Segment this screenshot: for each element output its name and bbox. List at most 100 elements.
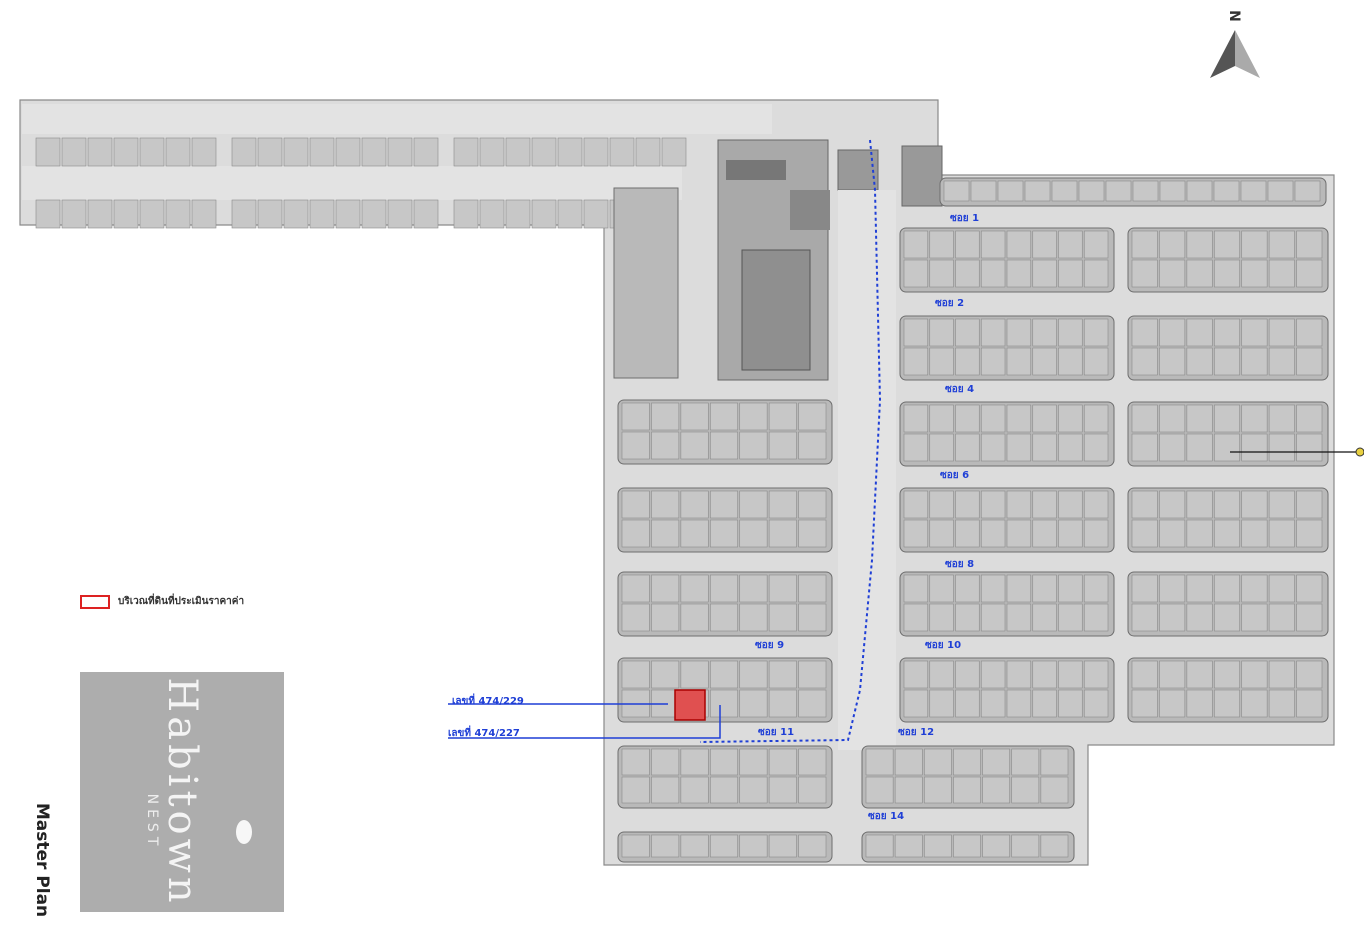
lot bbox=[335, 137, 361, 167]
lot bbox=[903, 574, 929, 603]
clubhouse-area bbox=[613, 139, 943, 381]
soi-label: ซอย 12 bbox=[898, 727, 934, 738]
block bbox=[939, 177, 1327, 207]
lot bbox=[709, 660, 739, 689]
lot bbox=[739, 431, 768, 460]
lot bbox=[1213, 574, 1241, 603]
lot bbox=[1186, 603, 1213, 632]
block bbox=[899, 227, 1115, 293]
lot bbox=[1296, 318, 1323, 347]
lot bbox=[621, 748, 650, 776]
lot bbox=[1213, 519, 1241, 548]
block bbox=[1127, 227, 1329, 293]
pointer-dot bbox=[1355, 447, 1364, 457]
lot bbox=[894, 748, 923, 776]
lot bbox=[768, 660, 797, 689]
logo-mark bbox=[236, 820, 252, 844]
lot bbox=[709, 574, 739, 603]
lot bbox=[1131, 574, 1158, 603]
lot bbox=[768, 574, 797, 603]
top-lane bbox=[22, 166, 682, 200]
lot bbox=[1006, 347, 1032, 376]
lot bbox=[929, 230, 954, 259]
lot bbox=[1032, 404, 1057, 433]
lot bbox=[1058, 230, 1083, 259]
lot bbox=[1058, 490, 1083, 519]
lot bbox=[739, 603, 768, 632]
lot bbox=[621, 660, 650, 689]
lot bbox=[609, 137, 635, 167]
lot bbox=[113, 137, 139, 167]
lot bbox=[1006, 318, 1032, 347]
north-label: N bbox=[1225, 10, 1242, 22]
lot bbox=[739, 519, 768, 548]
block bbox=[617, 487, 833, 553]
lot bbox=[955, 433, 980, 462]
lot bbox=[980, 318, 1006, 347]
lot bbox=[1006, 230, 1032, 259]
callout-arrow-2 bbox=[448, 705, 721, 739]
lot bbox=[1006, 433, 1032, 462]
lot bbox=[1032, 574, 1057, 603]
callout-label-2: เลขที่ 474/227 bbox=[448, 728, 520, 739]
lot bbox=[1159, 519, 1186, 548]
lot bbox=[335, 199, 361, 229]
lot bbox=[1131, 259, 1158, 288]
lot bbox=[739, 402, 768, 431]
lot bbox=[953, 748, 981, 776]
lot bbox=[739, 660, 768, 689]
lot bbox=[651, 748, 680, 776]
lot bbox=[1032, 603, 1057, 632]
lot bbox=[798, 490, 827, 519]
lot bbox=[798, 834, 827, 858]
lot bbox=[1006, 259, 1032, 288]
lot bbox=[113, 199, 139, 229]
lot bbox=[1131, 689, 1158, 718]
lot bbox=[1032, 490, 1057, 519]
top-lot-row-1 bbox=[35, 137, 687, 167]
lot bbox=[680, 519, 709, 548]
lot bbox=[1268, 259, 1295, 288]
lot bbox=[1011, 748, 1040, 776]
lot bbox=[929, 259, 954, 288]
lot bbox=[929, 433, 954, 462]
lot bbox=[894, 776, 923, 804]
lot bbox=[1186, 574, 1213, 603]
lot bbox=[1083, 689, 1109, 718]
block bbox=[899, 487, 1115, 553]
lot bbox=[680, 834, 709, 858]
lot bbox=[583, 137, 609, 167]
lot bbox=[1240, 180, 1267, 202]
lot bbox=[1024, 180, 1051, 202]
lot bbox=[1296, 660, 1323, 689]
lot bbox=[1159, 404, 1186, 433]
lot bbox=[865, 776, 894, 804]
master-plan-title: Master Plan bbox=[22, 800, 62, 920]
lot bbox=[929, 574, 954, 603]
lot bbox=[413, 199, 439, 229]
lot bbox=[929, 519, 954, 548]
lot bbox=[709, 431, 739, 460]
lot bbox=[621, 603, 650, 632]
lot bbox=[1032, 689, 1057, 718]
lot bbox=[413, 137, 439, 167]
lot bbox=[903, 519, 929, 548]
lot bbox=[798, 689, 827, 718]
lot bbox=[1241, 660, 1268, 689]
block bbox=[617, 831, 833, 863]
lot bbox=[1241, 519, 1268, 548]
lot bbox=[982, 748, 1011, 776]
lot bbox=[1083, 433, 1109, 462]
lot bbox=[680, 748, 709, 776]
lot bbox=[1131, 603, 1158, 632]
soi-label: ซอย 2 bbox=[935, 298, 964, 309]
lot bbox=[1006, 603, 1032, 632]
lot bbox=[1006, 660, 1032, 689]
lot bbox=[680, 776, 709, 804]
lot bbox=[35, 137, 61, 167]
lot bbox=[621, 431, 650, 460]
lot bbox=[1083, 230, 1109, 259]
lot bbox=[1186, 347, 1213, 376]
lot bbox=[1131, 347, 1158, 376]
